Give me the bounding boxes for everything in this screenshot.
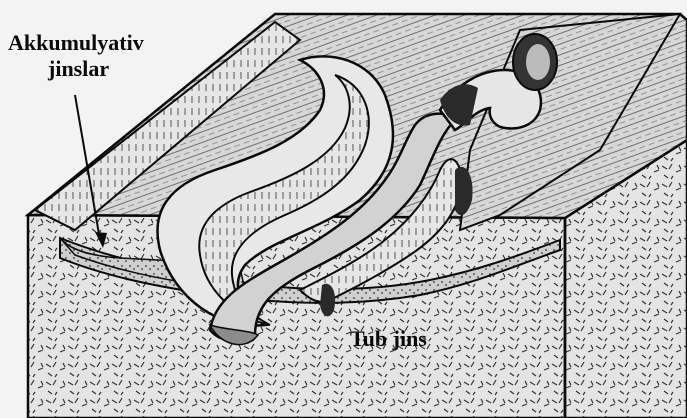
bedrock-label: Tub jins [350,326,427,352]
accumulative-label-line1: Akkumulyativ [8,30,144,56]
accumulative-rocks-label: Akkumulyativ jinslar [8,30,144,82]
front-bedrock-face [28,215,565,418]
accumulative-label-line2: jinslar [8,56,144,82]
upstream-pool-inner [526,44,550,80]
